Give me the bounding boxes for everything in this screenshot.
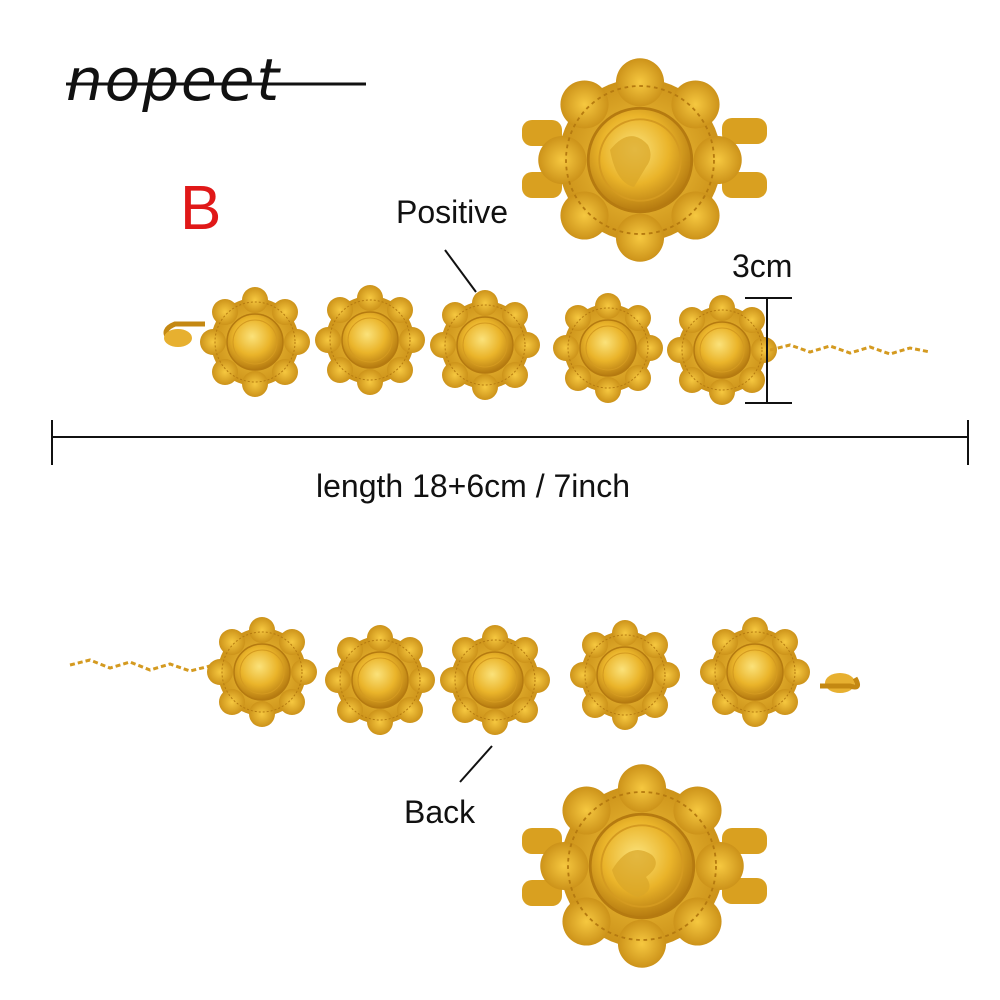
positive-label: Positive <box>396 194 509 230</box>
brand-logo: nopeet <box>66 40 366 120</box>
variant-letter: B <box>180 174 222 243</box>
length-dimension-marker <box>51 420 969 465</box>
width-dimension-marker <box>745 297 792 404</box>
closeup-positive <box>522 56 767 264</box>
closeup-back <box>522 762 767 970</box>
positive-pointer-line <box>444 249 477 293</box>
logo-strike-line <box>66 82 366 86</box>
length-label: length 18+6cm / 7inch <box>316 468 630 504</box>
width-label: 3cm <box>732 248 793 284</box>
bracelet-back <box>69 616 861 736</box>
bracelet-positive <box>163 284 931 406</box>
back-label: Back <box>404 794 476 830</box>
logo-text: nopeet <box>66 46 282 114</box>
back-pointer-line <box>459 745 493 783</box>
